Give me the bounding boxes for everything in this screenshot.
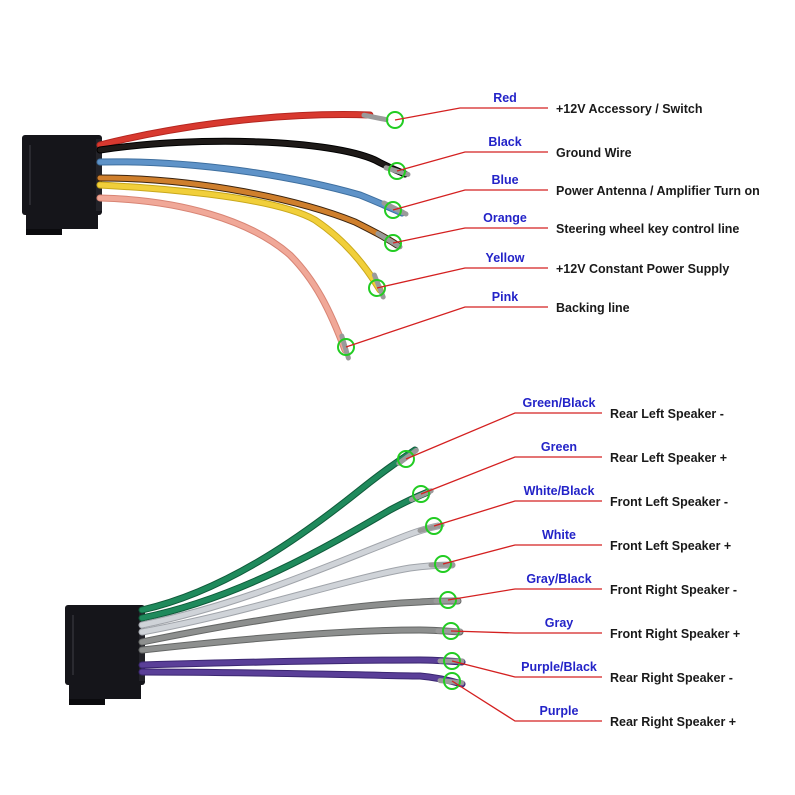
- wire-color-label: White/Black: [524, 484, 595, 498]
- lower-wire-white-black: [138, 522, 445, 629]
- callout-line: [405, 412, 602, 460]
- callout-line: [345, 306, 548, 348]
- wire-function-label: Rear Left Speaker -: [610, 407, 724, 421]
- wire-function-label: Front Right Speaker +: [610, 627, 740, 641]
- marker-ring: [337, 338, 355, 356]
- wire-color-label: Blue: [491, 173, 518, 187]
- callout-line: [451, 660, 602, 678]
- wire-color-label: White: [542, 528, 576, 542]
- marker-ring: [368, 279, 386, 297]
- callout-line: [420, 456, 602, 495]
- wire-color-label: Purple/Black: [521, 660, 597, 674]
- callout-line: [433, 500, 602, 527]
- lower-iso-connector-icon: [65, 605, 145, 705]
- callout-line: [394, 107, 548, 121]
- marker-ring: [443, 652, 461, 670]
- wire-function-label: Front Right Speaker -: [610, 583, 737, 597]
- lower-wire-green-black: [138, 446, 419, 614]
- upper-wire-red: [96, 111, 389, 149]
- wire-color-label: Orange: [483, 211, 527, 225]
- upper-wire-pink: [96, 194, 351, 361]
- marker-ring: [386, 111, 404, 129]
- lower-wire-purple-black: [138, 656, 466, 669]
- marker-ring: [443, 672, 461, 690]
- marker-ring: [425, 517, 443, 535]
- upper-callout-red: Red +12V Accessory / Switch: [386, 91, 703, 129]
- wire-color-label: Yellow: [486, 251, 525, 265]
- callout-line: [451, 680, 602, 722]
- wire-color-label: Black: [488, 135, 521, 149]
- wire-function-label: Rear Right Speaker -: [610, 671, 733, 685]
- upper-callout-yellow: Yellow +12V Constant Power Supply: [368, 251, 729, 297]
- lower-wires: [138, 446, 466, 688]
- wire-color-label: Gray/Black: [526, 572, 591, 586]
- marker-ring: [434, 555, 452, 573]
- wire-function-label: +12V Constant Power Supply: [556, 262, 729, 276]
- wire-color-label: Pink: [492, 290, 518, 304]
- upper-iso-connector-icon: [22, 135, 102, 235]
- wire-function-label: Rear Right Speaker +: [610, 715, 736, 729]
- marker-ring: [439, 591, 457, 609]
- marker-ring: [384, 201, 402, 219]
- wire-function-label: Power Antenna / Amplifier Turn on: [556, 184, 760, 198]
- wire-function-label: Front Left Speaker +: [610, 539, 731, 553]
- upper-wire-orange: [96, 174, 403, 250]
- wire-color-label: Green/Black: [523, 396, 596, 410]
- callout-line: [376, 267, 548, 289]
- wire-color-label: Green: [541, 440, 577, 454]
- callout-line: [392, 189, 548, 211]
- marker-ring: [388, 162, 406, 180]
- upper-wires: [96, 111, 411, 361]
- lower-wire-purple: [138, 668, 466, 688]
- wire-color-label: Gray: [545, 616, 574, 630]
- marker-ring: [397, 450, 415, 468]
- wire-color-label: Purple: [540, 704, 579, 718]
- wire-function-label: Ground Wire: [556, 146, 632, 160]
- wire-function-label: Front Left Speaker -: [610, 495, 728, 509]
- marker-ring: [384, 234, 402, 252]
- callout-line: [442, 544, 602, 565]
- callout-line: [447, 588, 602, 601]
- callout-line: [450, 630, 602, 634]
- wire-function-label: Rear Left Speaker +: [610, 451, 727, 465]
- wire-function-label: Steering wheel key control line: [556, 222, 739, 236]
- wire-function-label: Backing line: [556, 301, 630, 315]
- callout-line: [392, 227, 548, 244]
- marker-ring: [412, 485, 430, 503]
- wire-color-label: Red: [493, 91, 517, 105]
- wire-function-label: +12V Accessory / Switch: [556, 102, 703, 116]
- callout-line: [396, 151, 548, 172]
